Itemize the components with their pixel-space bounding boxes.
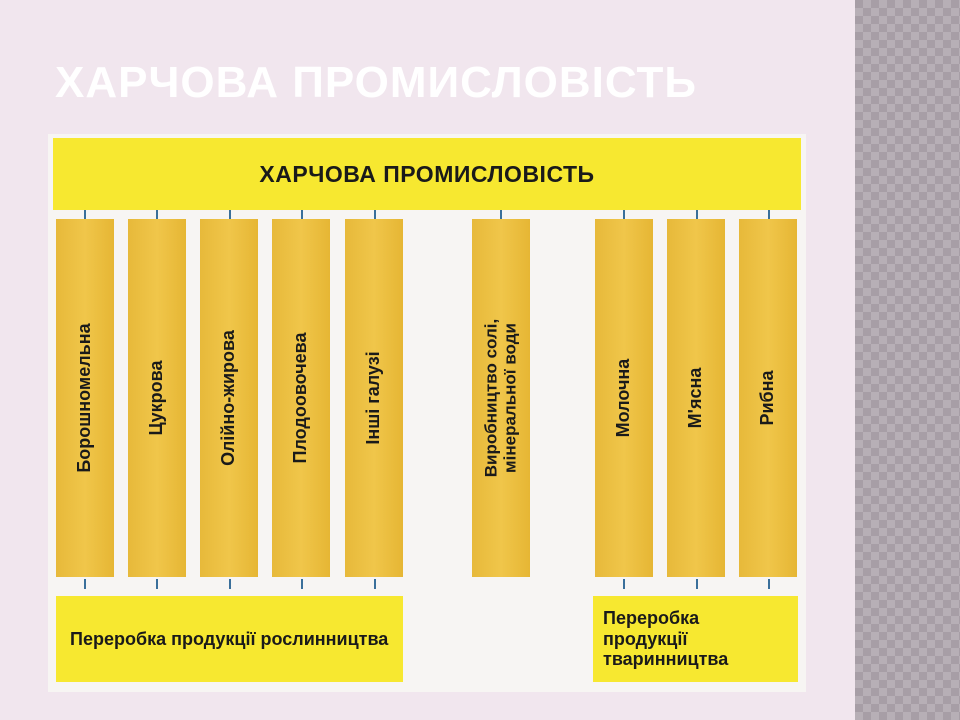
- column-sugar: Цукрова: [128, 219, 186, 577]
- connector-tick: [84, 579, 86, 589]
- footer-animal-processing: Переробка продукції тваринництва: [593, 596, 798, 682]
- column-meat: М'ясна: [667, 219, 725, 577]
- column-other-branches: Інші галузі: [345, 219, 403, 577]
- connector-tick: [229, 210, 231, 220]
- column-oil-fat: Олійно-жирова: [200, 219, 258, 577]
- connector-tick: [500, 210, 502, 220]
- column-salt-mineral-water: Виробництво солі, мінеральної води: [472, 219, 530, 577]
- connector-tick: [84, 210, 86, 220]
- connector-tick: [696, 210, 698, 220]
- connector-tick: [229, 579, 231, 589]
- slide-title: ХАРЧОВА ПРОМИСЛОВІСТЬ: [55, 58, 698, 107]
- connector-tick: [696, 579, 698, 589]
- connector-tick: [623, 579, 625, 589]
- food-industry-diagram: ХАРЧОВА ПРОМИСЛОВІСТЬ Борошномельна Цукр…: [48, 134, 806, 692]
- footer-plant-label: Переробка продукції рослинництва: [70, 628, 389, 649]
- connector-tick: [156, 210, 158, 220]
- column-label: Виробництво солі, мінеральної води: [481, 318, 519, 478]
- connector-tick: [623, 210, 625, 220]
- diagram-header: ХАРЧОВА ПРОМИСЛОВІСТЬ: [53, 138, 801, 210]
- column-label: Молочна: [613, 358, 634, 438]
- decorative-pattern-strip: [855, 0, 960, 720]
- column-fish: Рибна: [739, 219, 797, 577]
- connector-tick: [301, 579, 303, 589]
- connector-tick: [374, 579, 376, 589]
- column-label: Рибна: [757, 370, 778, 426]
- column-label: Цукрова: [146, 360, 167, 436]
- connector-tick: [301, 210, 303, 220]
- column-label: М'ясна: [685, 367, 706, 429]
- connector-tick: [768, 210, 770, 220]
- column-label: Інші галузі: [363, 351, 384, 445]
- connector-tick: [374, 210, 376, 220]
- footer-animal-label: Переробка продукції тваринництва: [603, 607, 729, 670]
- column-label: Олійно-жирова: [218, 330, 239, 466]
- connector-tick: [156, 579, 158, 589]
- column-dairy: Молочна: [595, 219, 653, 577]
- column-flour: Борошномельна: [56, 219, 114, 577]
- column-label: Борошномельна: [74, 323, 95, 473]
- column-label: Плодоовочева: [290, 332, 311, 464]
- connector-tick: [768, 579, 770, 589]
- footer-plant-processing: Переробка продукції рослинництва: [56, 596, 403, 682]
- column-fruit-vegetable: Плодоовочева: [272, 219, 330, 577]
